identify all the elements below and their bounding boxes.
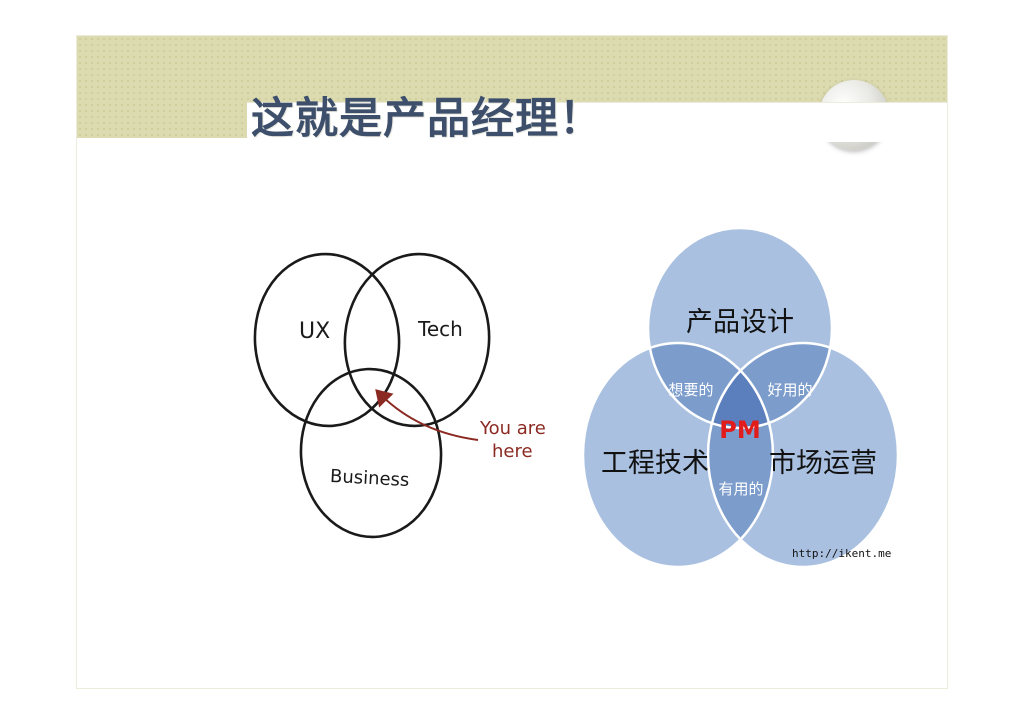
business-label: Business	[329, 466, 409, 491]
engineering-label: 工程技术	[601, 448, 709, 479]
ux-label: UX	[299, 319, 330, 344]
slide-title: 这就是产品经理！	[251, 94, 603, 144]
ux-circle	[253, 252, 401, 428]
overlap-useful-label: 有用的	[718, 480, 763, 498]
left-venn	[253, 252, 491, 539]
header-banner-tab	[77, 102, 247, 138]
overlap-wanted-label: 想要的	[668, 381, 713, 399]
watermark-url: http://ikent.me	[792, 547, 891, 560]
pm-center-label: PM	[719, 416, 760, 444]
annotation-line-1: You are	[479, 418, 546, 439]
right-venn	[581, 226, 900, 569]
header-banner	[77, 36, 947, 102]
marketing-label: 市场运营	[769, 448, 877, 479]
annotation-arrow	[375, 389, 479, 441]
overlap-usable-label: 好用的	[767, 381, 812, 399]
tech-label: Tech	[417, 317, 463, 341]
business-circle	[299, 367, 443, 539]
design-label: 产品设计	[686, 307, 794, 338]
annotation-line-2: here	[492, 441, 533, 462]
tech-circle	[343, 252, 491, 428]
